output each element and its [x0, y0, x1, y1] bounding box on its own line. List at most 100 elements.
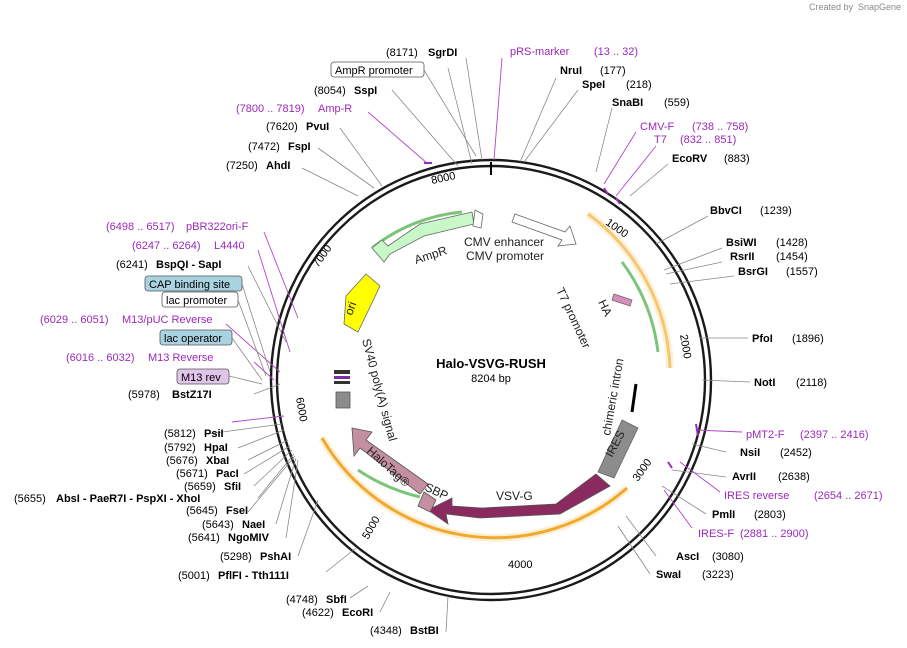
primer-m13rev: M13 Reverse	[148, 352, 213, 364]
label-srui: NruI	[560, 65, 582, 77]
t7-promoter-label: T7 promoter	[553, 285, 593, 350]
ampr-label: AmpR	[413, 243, 449, 267]
primer-m13puc: M13/pUC Reverse	[122, 314, 212, 326]
label-snabi: SnaBI	[612, 97, 643, 109]
label-nsii-pos: (2452)	[780, 447, 812, 459]
vsvg-label: VSV-G	[496, 489, 533, 503]
sv40-polya-feature	[335, 391, 351, 409]
tick-7000: 7000	[311, 243, 335, 270]
left-enzyme-labels: (8054) SspI (7620) PvuI (7472) FspI (725…	[14, 85, 377, 619]
label-ecori-pos: (4622)	[302, 607, 334, 619]
label-ecori: EcoRI	[342, 607, 373, 619]
ires-feature	[597, 419, 639, 479]
label-noti-pos: (2118)	[796, 377, 827, 389]
label-naei-pos: (5643)	[202, 519, 234, 531]
sbp-feature	[417, 491, 437, 513]
lac-promoter-box	[161, 291, 239, 308]
label-pshai-pos: (5298)	[220, 551, 252, 563]
label-pvui: PvuI	[306, 121, 329, 133]
m13-rev-label: M13 rev	[181, 372, 221, 384]
primer-pbr322: pBR322ori-F	[186, 221, 249, 233]
label-ngomiv: NgoMIV	[228, 532, 270, 544]
label-ahdi-pos: (7250)	[226, 160, 258, 172]
label-bsiwi: BsiWI	[726, 237, 757, 249]
label-bsiwi-pos: (1428)	[776, 237, 808, 249]
label-srui-pos: (177)	[600, 65, 626, 77]
label-bspqi: BspQI - SapI	[156, 259, 221, 271]
tick-8000: 8000	[430, 170, 456, 187]
label-avrii-pos: (2638)	[778, 471, 810, 483]
label-sbfi-pos: (4748)	[286, 594, 318, 606]
label-fspi: FspI	[288, 141, 311, 153]
label-fsei-pos: (5645)	[186, 505, 218, 517]
m13-rev-box	[176, 368, 230, 385]
label-pflfi: PflFI - Tth111I	[218, 570, 289, 582]
label-pvui-pos: (7620)	[266, 121, 298, 133]
label-pfoi-pos: (1896)	[792, 333, 824, 345]
label-asci-pos: (3080)	[712, 551, 744, 563]
cap-site-label: CAP binding site	[149, 279, 230, 291]
tick-2000: 2000	[677, 333, 693, 359]
primer-ires-reverse-range: (2654 .. 2671)	[814, 490, 883, 502]
label-spei: SpeI	[582, 79, 605, 91]
primer-pmt2-f-range: (2397 .. 2416)	[800, 429, 869, 441]
lac-operator-box	[159, 329, 233, 346]
primer-t7-range: (832 .. 851)	[680, 134, 736, 146]
primer-m13rev-range: (6016 .. 6032)	[66, 352, 135, 364]
primer-cmv-f-range: (738 .. 758)	[692, 121, 748, 133]
plasmid-name: Halo-VSVG-RUSH	[436, 356, 546, 371]
label-naei: NaeI	[242, 519, 265, 531]
right-enzyme-labels: (8171) SgrDI NruI (177) SpeI (218) SnaBI…	[370, 47, 827, 637]
primer-m13puc-range: (6029 .. 6051)	[40, 314, 109, 326]
label-sbfi: SbfI	[326, 594, 347, 606]
tick-5000: 5000	[360, 514, 383, 541]
ampr-arrow	[371, 211, 475, 263]
label-hpai: HpaI	[204, 442, 228, 454]
primer-ticks	[424, 162, 699, 469]
label-xbai-pos: (5676)	[166, 455, 198, 467]
label-bbvci: BbvCI	[710, 205, 742, 217]
ampr-promoter-arrow	[472, 209, 484, 229]
label-pfoi: PfoI	[752, 333, 773, 345]
label-bsrgi-pos: (1557)	[786, 266, 818, 278]
snapgene-brand: SnapGene	[858, 2, 901, 12]
label-paci: PacI	[216, 468, 239, 480]
label-avrii: AvrII	[732, 471, 756, 483]
cmv-promoter-label: CMV promoter	[466, 249, 544, 263]
plasmid-length: 8204 bp	[471, 373, 511, 385]
label-bsrgi: BsrGI	[738, 266, 768, 278]
primer-labels: pRS-marker (13 .. 32) CMV-F (738 .. 758)…	[40, 46, 883, 540]
ha-label: HA	[595, 297, 615, 318]
label-ecorv-pos: (883)	[724, 153, 750, 165]
label-swai-pos: (3223)	[702, 569, 734, 581]
label-pflfi-pos: (5001)	[178, 570, 210, 582]
lac-operator-label: lac operator	[164, 333, 222, 345]
sv40-polya-label: SV40 poly(A) signal	[359, 337, 400, 442]
primer-pmt2-f: pMT2-F	[746, 429, 785, 441]
label-xbai: XbaI	[206, 455, 229, 467]
primer-l4440: L4440	[214, 240, 245, 252]
label-ngomiv-pos: (5641)	[188, 532, 220, 544]
credit-text: Created by	[809, 2, 854, 12]
ampr-promoter-label: AmpR promoter	[335, 65, 413, 77]
label-psii: PsiI	[204, 428, 224, 440]
lac-bar-3	[334, 381, 350, 384]
label-rsrii: RsrII	[730, 251, 754, 263]
primer-ires-reverse: IRES reverse	[724, 490, 789, 502]
label-sgrdi-pos: (8171)	[386, 47, 418, 59]
chimeric-intron-marker	[630, 383, 638, 413]
lac-promoter-label: lac promoter	[166, 295, 227, 307]
primer-ires-f-range: (2881 .. 2900)	[740, 528, 809, 540]
ori-label: ori	[342, 300, 360, 317]
cmv-enhancer-label: CMV enhancer	[464, 235, 544, 249]
tick-3000: 3000	[631, 457, 655, 484]
ampr-promoter-box	[330, 61, 425, 78]
label-snabi-pos: (559)	[664, 97, 690, 109]
label-fsei: FseI	[226, 505, 248, 517]
cmv-enhancer-arrow	[511, 213, 577, 247]
label-absi: AbsI - PaeR7I - PspXI - XhoI	[56, 493, 200, 505]
primer-amp-r-range: (7800 .. 7819)	[236, 103, 305, 115]
label-nsii: NsiI	[740, 447, 760, 459]
label-swai: SwaI	[656, 569, 681, 581]
